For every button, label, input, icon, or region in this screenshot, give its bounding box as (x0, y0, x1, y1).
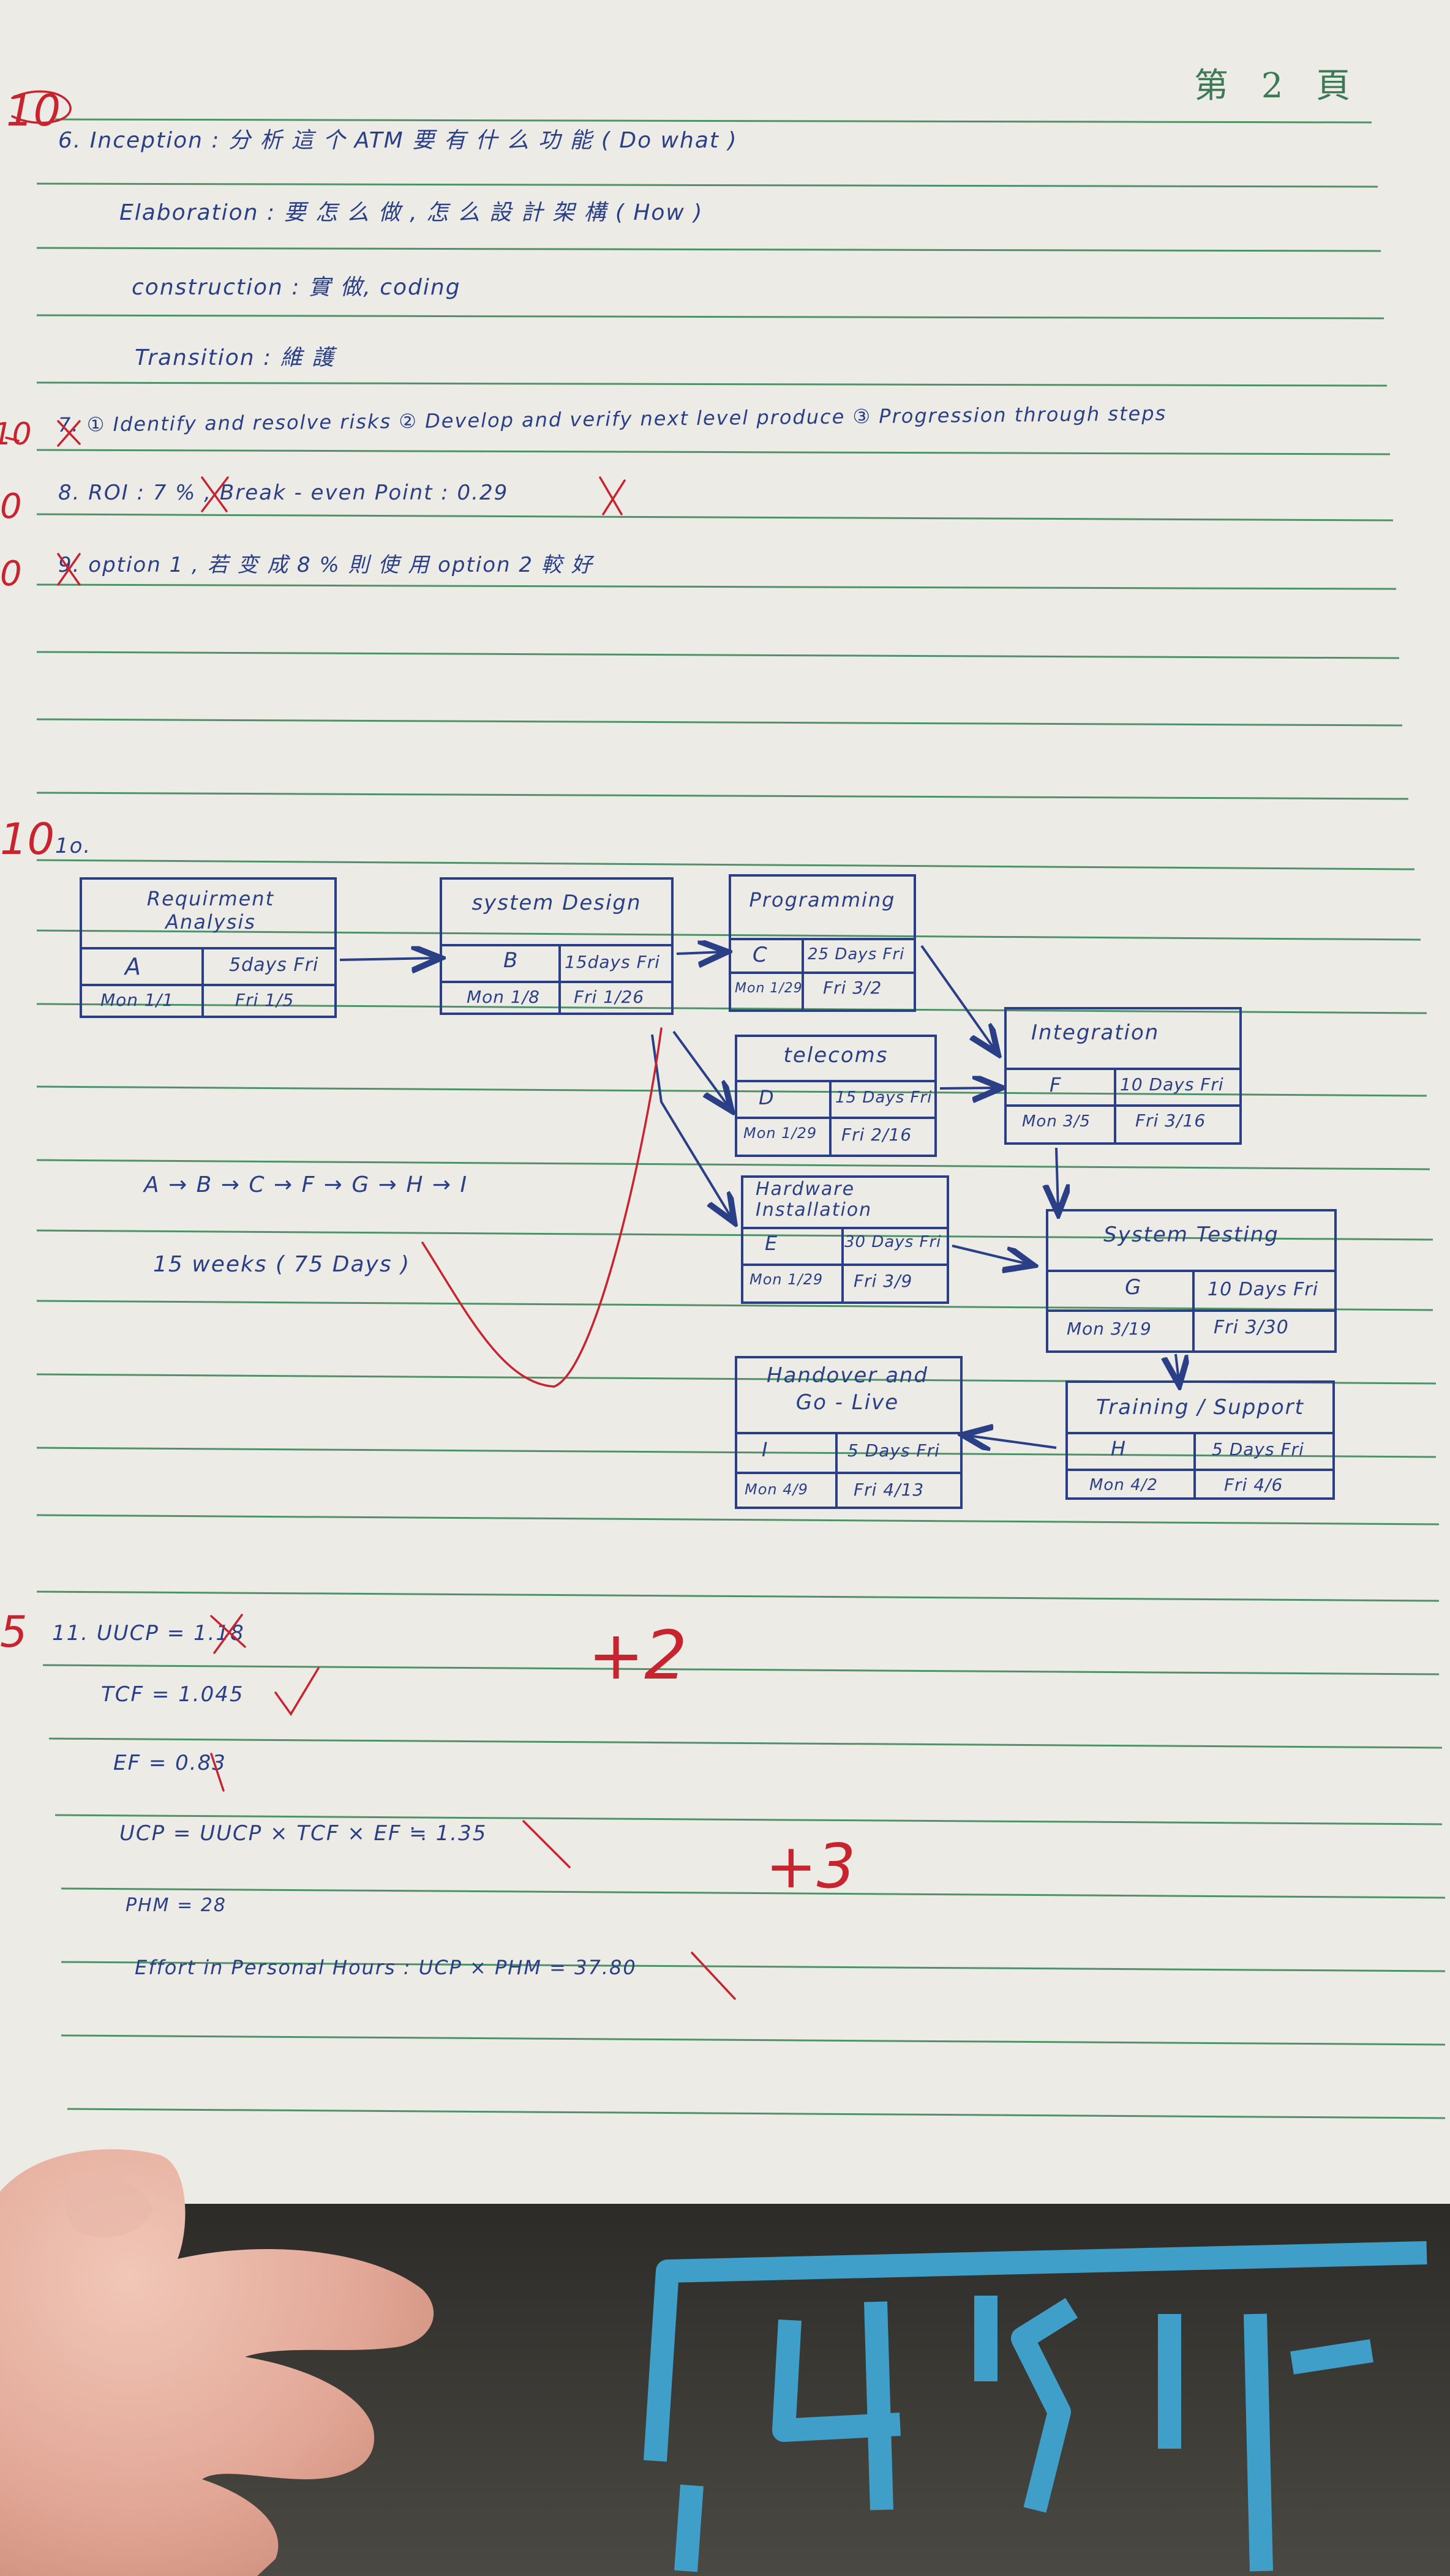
task-duration: 5days Fri (229, 954, 319, 976)
task-start: Mon 4/2 (1089, 1476, 1158, 1494)
task-start: Mon 1/8 (467, 987, 540, 1007)
task-end: Fri 3/30 (1214, 1317, 1289, 1338)
q11-mark: 5 (0, 1607, 28, 1657)
task-id: H (1111, 1437, 1127, 1460)
task-box-g: System Testing G 10 Days Fri Mon 3/19 Fr… (1046, 1209, 1337, 1353)
task-end: Fri 3/16 (1135, 1110, 1206, 1131)
task-id: E (765, 1232, 778, 1255)
task-end: Fri 1/5 (235, 990, 295, 1010)
task-id: I (762, 1438, 768, 1461)
task-end: Fri 3/2 (823, 978, 882, 998)
task-duration: 10 Days Fri (1120, 1074, 1224, 1095)
q9-text: option 1 , 若 变 成 8 % 則 使 用 option 2 較 好 (88, 553, 593, 577)
task-duration: 30 Days Fri (844, 1233, 942, 1251)
task-start: Mon 1/29 (749, 1271, 824, 1288)
task-id: D (759, 1086, 775, 1109)
task-start: Mon 1/1 (100, 990, 174, 1010)
task-name: system Design (471, 891, 642, 915)
q10-mark: 10 (0, 814, 55, 864)
q9-number: 9. (58, 553, 81, 577)
task-name: telecoms (783, 1043, 888, 1068)
page-number: 第 2 頁 (1194, 66, 1362, 106)
task-start: Mon 1/29 (743, 1125, 817, 1142)
task-end: Fri 4/6 (1224, 1475, 1283, 1495)
task-box-b: system Design B 15days Fri Mon 1/8 Fri 1… (440, 877, 674, 1015)
task-start: Mon 3/5 (1022, 1112, 1091, 1131)
task-id: C (753, 943, 768, 967)
task-duration: 5 Days Fri (847, 1440, 940, 1461)
task-id: F (1050, 1073, 1062, 1096)
task-name: Handover and Go - Live (766, 1363, 929, 1415)
task-box-f: Integration F 10 Days Fri Mon 3/5 Fri 3/… (1004, 1007, 1242, 1145)
task-id: A (125, 953, 141, 980)
task-box-h: Training / Support H 5 Days Fri Mon 4/2 … (1065, 1380, 1335, 1500)
q7-number: 7. (58, 413, 80, 436)
bonus-mark-2: +3 (765, 1830, 856, 1902)
task-box-a: Requirment Analysis A 5days Fri Mon 1/1 … (80, 877, 337, 1018)
task-name: Hardware Installation (756, 1178, 873, 1221)
q10-critical-path: A → B → C → F → G → H → I (144, 1172, 468, 1197)
task-name: Programming (749, 888, 896, 912)
task-box-e: Hardware Installation E 30 Days Fri Mon … (741, 1175, 949, 1304)
task-id: B (503, 948, 519, 973)
task-id: G (1125, 1275, 1142, 1300)
q6-mark: 10 (6, 86, 61, 136)
q6-inception-line: 6. Inception : 分 析 這 个 ATM 要 有 什 么 功 能 (… (58, 128, 738, 153)
task-name: Requirment Analysis (146, 887, 275, 934)
q11-uucp: 11. UUCP = 1.18 (52, 1621, 245, 1646)
q11-ucp: UCP = UUCP × TCF × EF ≒ 1.35 (119, 1821, 487, 1846)
task-duration: 25 Days Fri (808, 945, 905, 964)
notebook-page: 第 2 頁 6. Inception : 分 析 這 个 ATM 要 有 什 么… (0, 0, 1450, 2228)
task-box-i: Handover and Go - Live I 5 Days Fri Mon … (735, 1356, 963, 1509)
task-end: Fri 2/16 (841, 1125, 912, 1145)
task-duration: 15 Days Fri (835, 1088, 933, 1107)
task-start: Mon 4/9 (745, 1481, 808, 1498)
bonus-mark-1: +2 (588, 1616, 688, 1694)
task-end: Fri 4/13 (854, 1480, 925, 1500)
task-name: System Testing (1103, 1222, 1279, 1247)
q10-number: 1o. (55, 834, 92, 858)
q7-mark: 10 (0, 416, 32, 452)
q8-mark: 0 (0, 487, 22, 526)
q10-duration: 15 weeks ( 75 Days ) (153, 1252, 411, 1277)
task-duration: 5 Days Fri (1212, 1439, 1304, 1459)
q11-ef: EF = 0.83 (113, 1751, 227, 1775)
task-box-c: Programming C 25 Days Fri Mon 1/29 Fri 3… (729, 874, 916, 1012)
q9-mark: 0 (0, 554, 22, 594)
q8-answer-line: 8. ROI : 7 % , Break - even Point : 0.29 (58, 481, 509, 505)
task-end: Fri 1/26 (574, 987, 645, 1007)
q6-transition-line: Transition : 維 護 (135, 345, 336, 370)
task-start: Mon 3/19 (1067, 1319, 1152, 1339)
q11-tcf: TCF = 1.045 (101, 1682, 244, 1707)
q11-phm: PHM = 28 (126, 1895, 227, 1916)
task-end: Fri 3/9 (854, 1271, 913, 1291)
task-duration: 15days Fri (565, 952, 661, 972)
task-start: Mon 1/29 (735, 981, 803, 996)
task-name: Training / Support (1096, 1395, 1304, 1420)
q11-effort: Effort in Personal Hours : UCP × PHM = 3… (135, 1956, 637, 1979)
q6-construction-line: construction : 實 做, coding (132, 275, 461, 300)
q9-answer-line: 9. option 1 , 若 变 成 8 % 則 使 用 option 2 較… (58, 548, 593, 578)
task-duration: 10 Days Fri (1208, 1279, 1319, 1300)
shirt-print-graphic (644, 2241, 1427, 2572)
finger (0, 2149, 434, 2576)
task-box-d: telecoms D 15 Days Fri Mon 1/29 Fri 2/16 (735, 1035, 937, 1157)
task-name: Integration (1031, 1020, 1160, 1045)
q6-elaboration-line: Elaboration : 要 怎 么 做 , 怎 么 設 計 架 構 ( Ho… (119, 200, 704, 225)
